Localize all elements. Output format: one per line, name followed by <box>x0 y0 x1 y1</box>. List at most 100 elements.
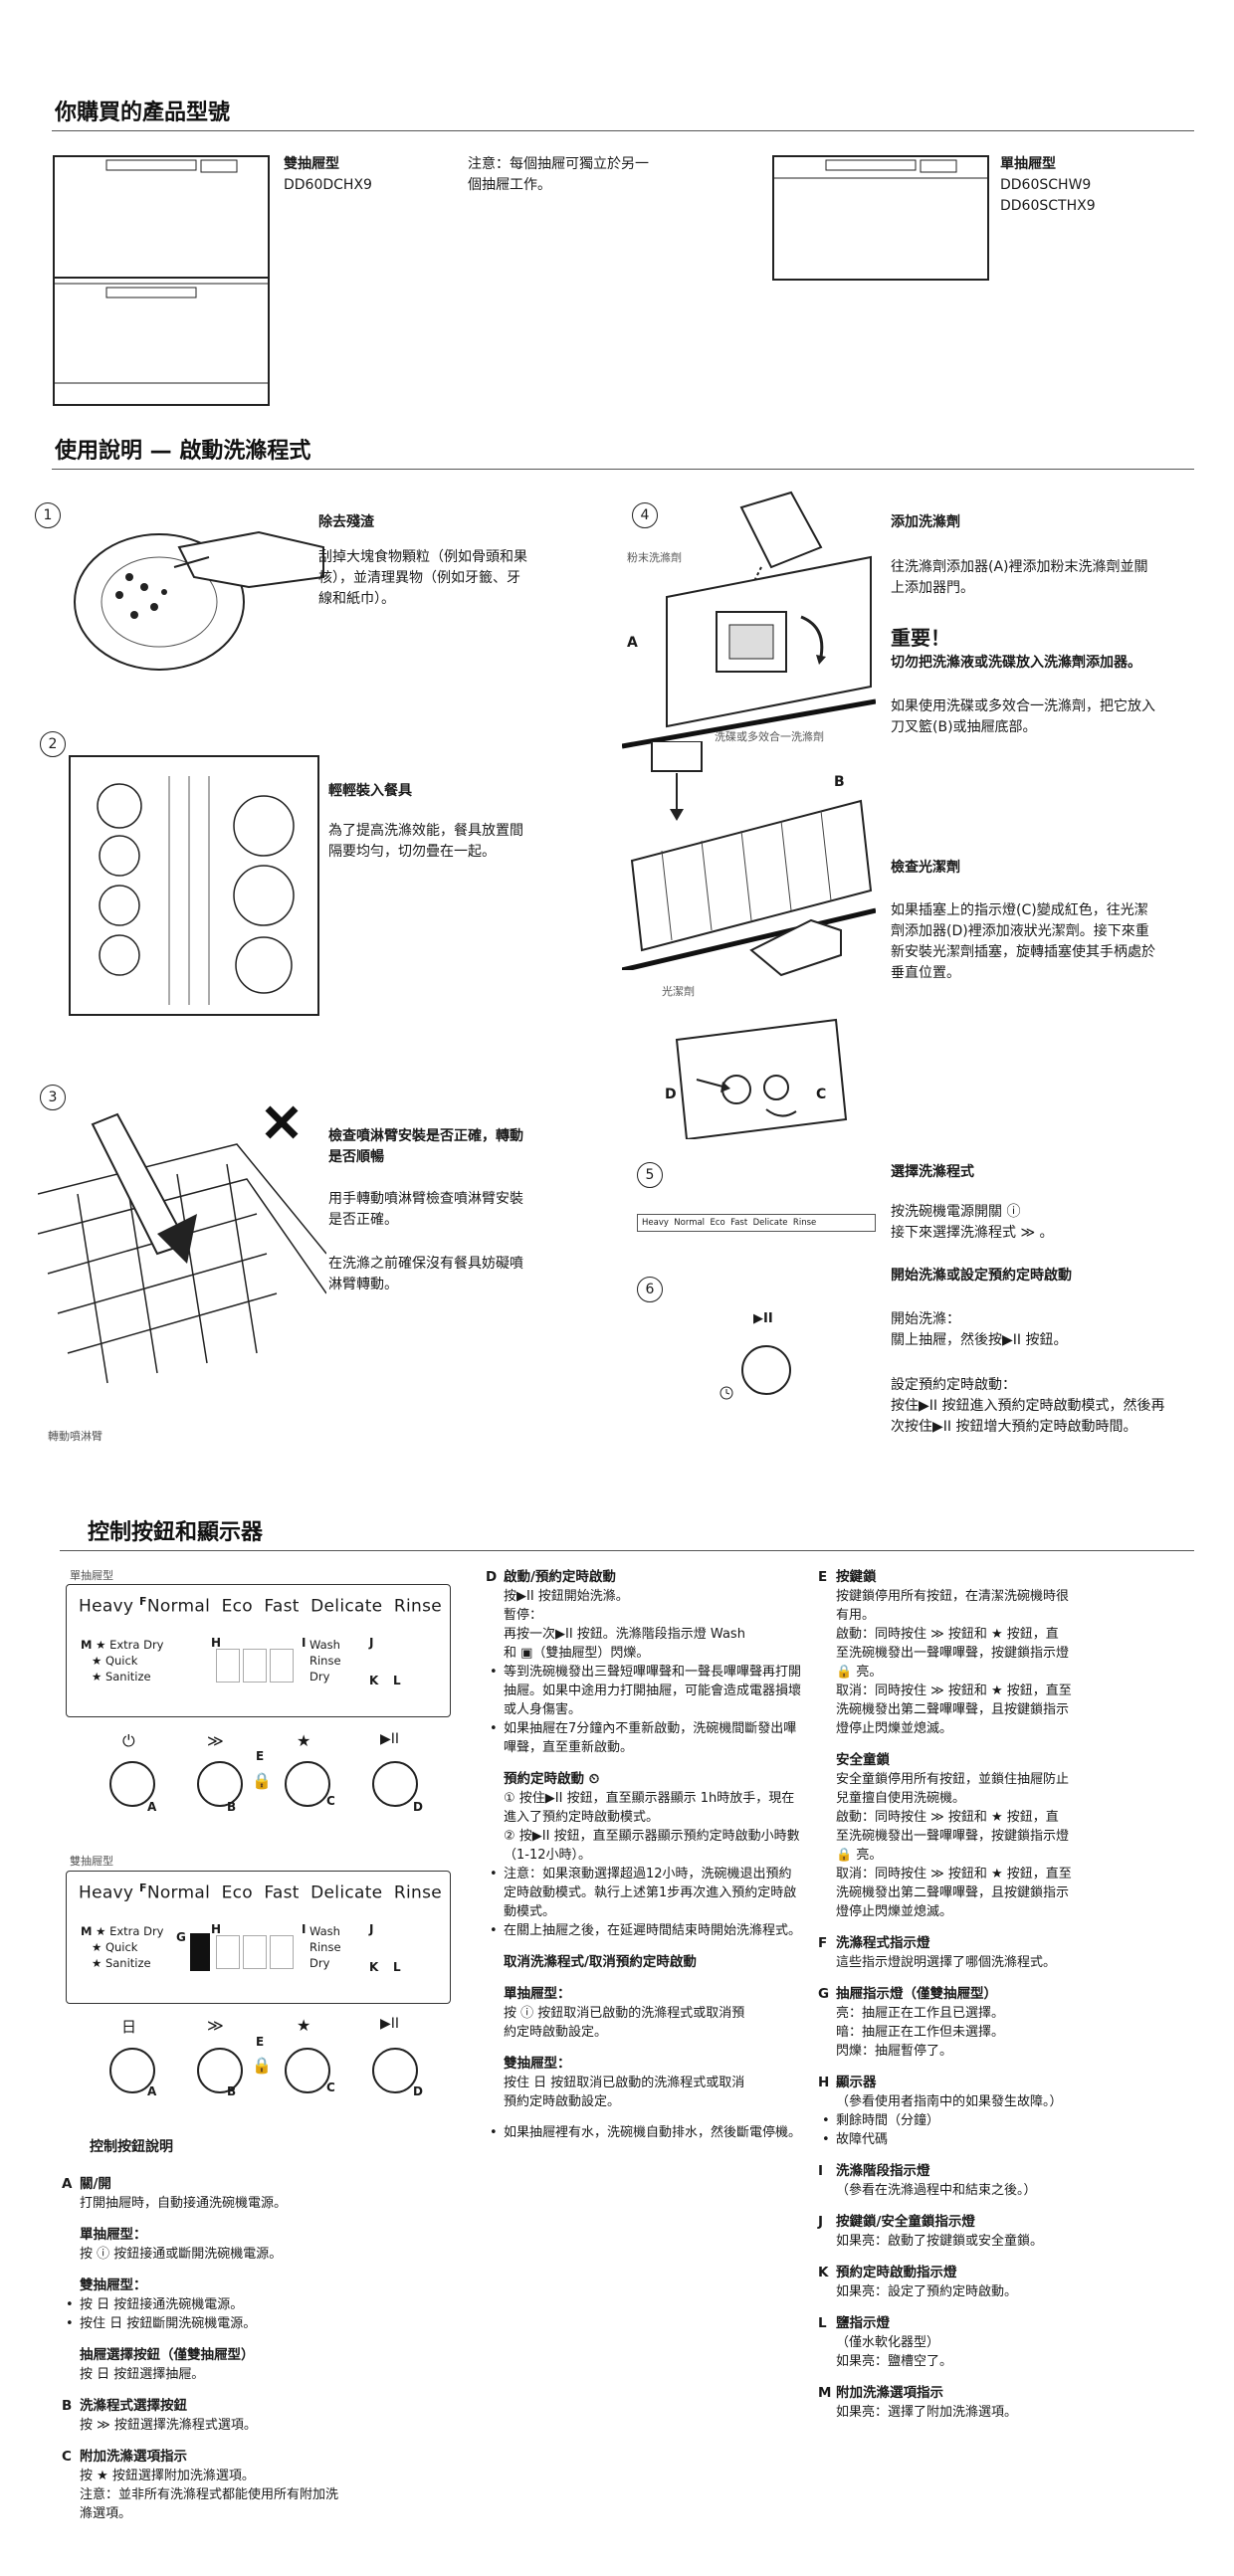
legend-heading-text: 按鍵鎖/安全童鎖指示燈 <box>836 2214 975 2230</box>
legend-letter: D <box>486 1569 498 1585</box>
legend-line: 如果亮：設定了預約定時啟動。 <box>836 2284 1018 2299</box>
legend-bullet: 在關上抽屜之後，在延遲時間結束時開始洗滌程式。 <box>490 1921 804 1940</box>
spray-arm-caption: 轉動噴淋臂 <box>48 1430 103 1443</box>
legend-spacer <box>818 2061 1146 2073</box>
legend-letter: C <box>62 2449 72 2465</box>
letter-b: B <box>834 774 845 790</box>
label-c: C <box>326 1794 335 1808</box>
legend-heading-text: 單抽屜型： <box>80 2227 147 2243</box>
power-button[interactable] <box>109 1761 155 1807</box>
legend-bullet: 注意：如果滾動選擇超過12小時，洗碗機退出預約定時啟動模式。執行上述第1步再次進… <box>490 1865 804 1921</box>
start-pause-button[interactable] <box>372 2048 418 2093</box>
program-fast: Fast <box>264 1882 300 1903</box>
legend-line: 這些指示燈說明選擇了哪個洗滌程式。 <box>836 1955 1057 1970</box>
legend-spacer <box>818 1921 1146 1933</box>
legend-spacer <box>818 2371 1146 2383</box>
legend-letter: I <box>818 2163 824 2179</box>
legend-line: 安全童鎖停用所有按鈕，並鎖住抽屜防止 <box>836 1772 1070 1787</box>
letter-l: L <box>393 1674 401 1687</box>
legend-line: 有用。 <box>836 1608 876 1623</box>
program-normal: Normal <box>146 1596 211 1617</box>
step-3-body-2b: 淋臂轉動。 <box>328 1277 398 1292</box>
start-pause-button[interactable] <box>372 1761 418 1807</box>
label-b: B <box>227 2084 237 2098</box>
lock-icon: 🔒 <box>252 2056 272 2075</box>
legend-entry: 雙抽屜型：按住 日 按鈕取消已啟動的洗滌程式或取消預約定時啟動設定。 <box>486 2054 804 2123</box>
letter-i: I <box>302 1922 307 1936</box>
option-quick: Quick <box>104 1940 138 1954</box>
legend-spacer <box>486 1757 804 1769</box>
option-button[interactable] <box>285 2048 330 2093</box>
independent-note-2: 個抽屜工作。 <box>468 177 551 193</box>
step-5-body-1: 按洗碗機電源開關 ⓘ <box>891 1204 1021 1220</box>
option-list: M ★ Extra Dry ★ Quick ★ Sanitize <box>81 1924 164 1970</box>
stage-list: Wash Rinse Dry <box>309 1637 341 1684</box>
legend-line: 如果亮：鹽槽空了。 <box>836 2354 953 2369</box>
legend-line: 燈停止閃爍並熄滅。 <box>836 1721 953 1736</box>
letter-h: H <box>211 1636 222 1650</box>
program-delicate: Delicate <box>310 1882 383 1903</box>
legend-bullet: 按住 日 按鈕斷開洗碗機電源。 <box>66 2314 460 2333</box>
legend-spacer <box>486 2142 804 2154</box>
divider <box>52 469 1194 470</box>
legend-line: 暗：抽屜正在工作但未選擇。 <box>836 2025 1005 2040</box>
single-model-1: DD60SCHW9 <box>1000 177 1092 193</box>
legend-line: 再按一次▶II 按鈕。洗滌階段指示燈 Wash <box>504 1627 745 1642</box>
stage-rinse: Rinse <box>309 1940 341 1954</box>
legend-entry: 預約定時啟動 ⏲① 按住▶II 按鈕，直至顯示器顯示 1h時放手，現在進入了預約… <box>486 1769 804 1952</box>
legend-bullet: 剩餘時間（分鐘） <box>822 2111 1146 2130</box>
letter-h: H <box>211 1922 222 1936</box>
rinse-aid-body-3: 新安裝光潔劑插塞，旋轉插塞使其手柄處於 <box>891 944 1155 960</box>
legend-entry: 雙抽屜型：按 日 按鈕接通洗碗機電源。按住 日 按鈕斷開洗碗機電源。 <box>62 2276 460 2345</box>
digit-display <box>216 1649 297 1686</box>
program-list: Heavy FNormal Eco Fast Delicate Rinse <box>79 1595 442 1617</box>
legend-line: 按 ≫ 按鈕選擇洗滌程式選項。 <box>80 2418 257 2433</box>
legend-heading: 預約定時啟動 ⏲ <box>486 1769 804 1789</box>
step-2-heading: 輕輕裝入餐具 <box>328 783 412 799</box>
legend-line: 打開抽屜時，自動接通洗碗機電源。 <box>80 2196 288 2211</box>
rinse-aid-body-2: 劑添加器(D)裡添加液狀光潔劑。接下來重 <box>891 923 1149 939</box>
legend-spacer <box>818 2200 1146 2212</box>
step-3-heading-1: 檢查噴淋臂安裝是否正確，轉動 <box>328 1128 523 1144</box>
rinse-aid-body-4: 垂直位置。 <box>891 965 960 981</box>
legend-heading-text: 預約定時啟動指示燈 <box>836 2265 957 2280</box>
option-extra-dry: Extra Dry <box>109 1638 164 1652</box>
step-4-number: 4 <box>632 502 658 528</box>
program-button[interactable] <box>197 1761 243 1807</box>
legend-spacer <box>486 2111 804 2123</box>
start-button[interactable] <box>741 1345 791 1395</box>
legend-line: 預約定時啟動設定。 <box>504 2094 621 2109</box>
legend-line: （參看使用者指南中的如果發生故障。） <box>836 2094 1063 2109</box>
legend-bullet: 如果抽屜裡有水，洗碗機自動排水，然後斷電停機。 <box>490 2123 804 2142</box>
drawer-select-button[interactable] <box>109 2048 155 2093</box>
legend-spacer <box>818 2251 1146 2263</box>
option-button[interactable] <box>285 1761 330 1807</box>
legend-heading: 取消洗滌程式/取消預約定時啟動 <box>486 1952 804 1972</box>
rinse-aid-bottle-illustration <box>749 918 842 977</box>
cutlery-basket-illustration <box>622 741 876 970</box>
legend-spacer <box>62 2213 460 2225</box>
legend-letter: A <box>62 2176 73 2192</box>
stage-wash: Wash <box>309 1638 340 1652</box>
legend-heading-text: 洗滌階段指示燈 <box>836 2163 930 2179</box>
legend-heading-text: 洗滌程式選擇按鈕 <box>80 2398 187 2414</box>
legend-line: 洗碗機發出第二聲嗶嗶聲，且按鍵鎖指示 <box>836 1702 1070 1717</box>
legend-line: 閃爍：抽屜暫停了。 <box>836 2044 953 2059</box>
legend-line: 亮：抽屜正在工作且已選擇。 <box>836 2006 1005 2021</box>
letter-l: L <box>393 1960 401 1974</box>
program-button[interactable] <box>197 2048 243 2093</box>
step-4-note-2: 刀叉籃(B)或抽屜底部。 <box>891 719 1037 735</box>
step-2-body-1: 為了提高洗滌效能，餐具放置間 <box>328 823 523 839</box>
letter-a: A <box>627 635 638 651</box>
step-2-number: 2 <box>40 731 66 757</box>
step-3-body-2a: 在洗滌之前確保沒有餐具妨礙噴 <box>328 1256 523 1272</box>
start-pause-symbol: ▶II <box>380 1731 400 1747</box>
